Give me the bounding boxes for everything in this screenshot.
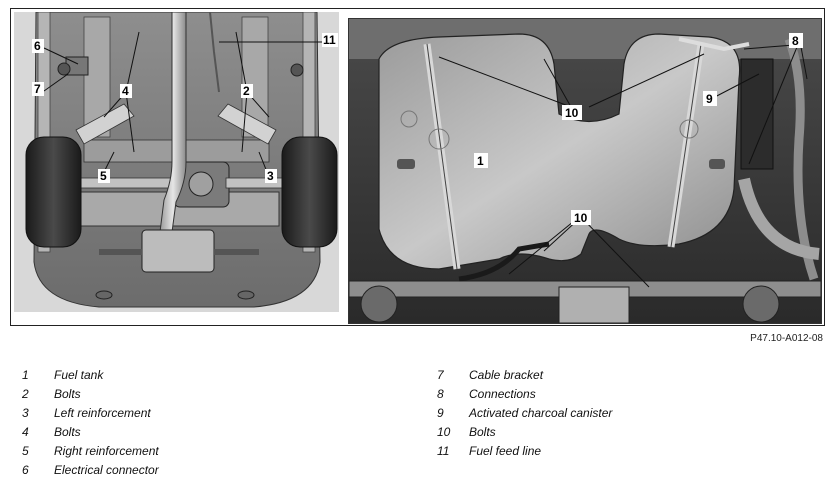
callout-7: 7 (34, 82, 41, 96)
legend-row: 8 Connections (437, 385, 612, 404)
legend-number: 8 (437, 387, 444, 401)
callout-10-bottom: 10 (574, 211, 588, 225)
legend-label: Fuel tank (54, 368, 104, 382)
legend-row: 9 Activated charcoal canister (437, 404, 612, 423)
legend-row: 7 Cable bracket (437, 366, 612, 385)
legend-label: Activated charcoal canister (469, 406, 613, 420)
legend-label: Bolts (54, 387, 81, 401)
legend-number: 1 (22, 368, 29, 382)
fuel-tank-illustration: 8 9 10 1 10 (348, 18, 822, 324)
fuel-tank-drawing: 8 9 10 1 10 (349, 19, 821, 323)
callout-1: 1 (477, 154, 484, 168)
legend-number: 11 (437, 444, 450, 458)
callout-9: 9 (706, 92, 713, 106)
callout-6: 6 (34, 39, 41, 53)
legend-row: 1 Fuel tank (22, 366, 159, 385)
legend-label: Bolts (469, 425, 496, 439)
legend-label: Fuel feed line (469, 444, 542, 458)
left-callouts: 6 7 4 2 5 3 11 (32, 33, 338, 183)
legend-row: 2 Bolts (22, 385, 159, 404)
legend-label: Cable bracket (469, 368, 544, 382)
legend-number: 3 (22, 406, 29, 420)
legend-label: Left reinforcement (54, 406, 151, 420)
legend-number: 7 (437, 368, 444, 382)
legend-number: 6 (22, 463, 29, 477)
legend-row: 6 Electrical connector (22, 461, 159, 480)
callout-8: 8 (792, 34, 799, 48)
callout-3: 3 (267, 169, 274, 183)
legend-number: 5 (22, 444, 29, 458)
figure-frame: 6 7 4 2 5 3 11 (10, 8, 825, 326)
underbody-drawing: 6 7 4 2 5 3 11 (14, 12, 339, 312)
underbody-illustration: 6 7 4 2 5 3 11 (14, 12, 339, 312)
legend-row: 4 Bolts (22, 423, 159, 442)
legend-row: 3 Left reinforcement (22, 404, 159, 423)
legend-number: 9 (437, 406, 444, 420)
legend-number: 4 (22, 425, 29, 439)
legend-label: Right reinforcement (54, 444, 159, 458)
callout-11: 11 (323, 33, 336, 47)
legend-row: 11 Fuel feed line (437, 442, 612, 461)
callout-4: 4 (122, 84, 129, 98)
callout-10-top: 10 (565, 106, 579, 120)
legend-number: 10 (437, 425, 451, 439)
legend-right: 7 Cable bracket 8 Connections 9 Activated c… (437, 366, 612, 461)
figure-code: P47.10-A012-08 (750, 333, 823, 344)
legend-number: 2 (22, 387, 29, 401)
legend-label: Bolts (54, 425, 81, 439)
legend-label: Connections (469, 387, 536, 401)
legend-row: 10 Bolts (437, 423, 612, 442)
callout-2: 2 (243, 84, 250, 98)
callout-5: 5 (100, 169, 107, 183)
legend-row: 5 Right reinforcement (22, 442, 159, 461)
right-callouts: 8 9 10 1 10 (474, 33, 803, 225)
legend-label: Electrical connector (54, 463, 159, 477)
